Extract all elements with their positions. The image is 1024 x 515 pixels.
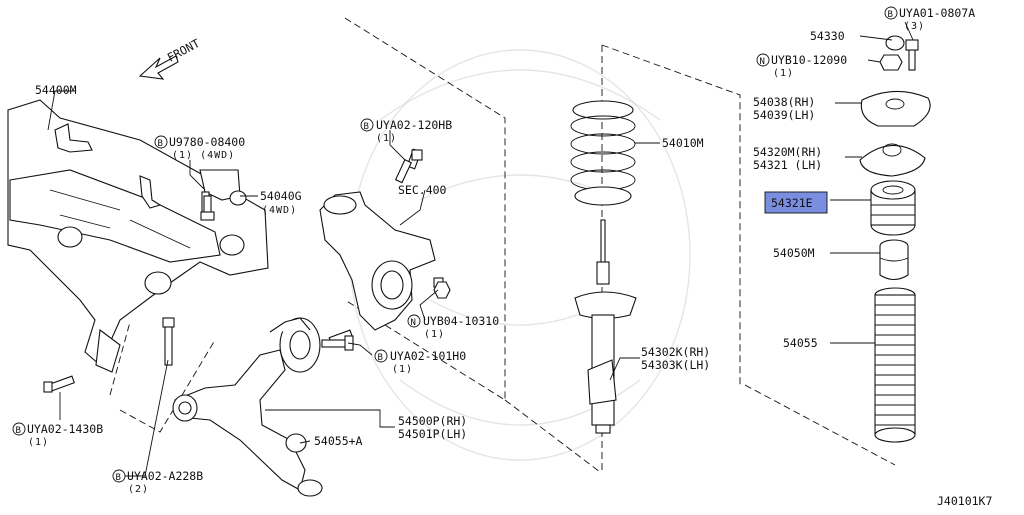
label-54320m[interactable]: 54320M(RH) — [753, 145, 822, 159]
plate-54038[interactable] — [860, 90, 931, 127]
nut-n-icon: N — [756, 53, 770, 67]
dust-boot-54055[interactable] — [874, 287, 916, 443]
label-54302k[interactable]: 54302K(RH) — [641, 345, 710, 359]
svg-text:B: B — [158, 139, 163, 149]
front-indicator: FRONT — [138, 36, 202, 80]
label-54039[interactable]: 54039(LH) — [753, 108, 815, 122]
bump-stopper-54050m[interactable] — [879, 239, 909, 281]
lower-arm-54500p[interactable] — [172, 317, 323, 497]
svg-text:B: B — [888, 10, 893, 20]
label-uya02-101h0[interactable]: UYA02-101H0 — [390, 349, 466, 363]
label-54400m[interactable]: 54400M — [35, 83, 77, 97]
bolt-b-icon: B — [12, 422, 26, 436]
svg-text:B: B — [16, 426, 21, 436]
svg-text:N: N — [760, 57, 765, 67]
label-uya02-120hb-qty: (1) — [376, 133, 397, 144]
label-54055a[interactable]: 54055+A — [314, 434, 363, 448]
label-54055[interactable]: 54055 — [783, 336, 818, 350]
label-uyb10-qty: (1) — [773, 68, 794, 79]
bolt-uya02-120hb[interactable] — [394, 149, 423, 184]
diagram-ref-code: J40101K7 — [937, 494, 992, 508]
bolt-b-icon: B — [374, 349, 388, 363]
label-54040g-qty: (4WD) — [262, 205, 297, 216]
front-arrow-icon — [138, 55, 179, 80]
bolt-b-icon: B — [112, 469, 126, 483]
bolt-uya01[interactable] — [905, 39, 919, 71]
front-label: FRONT — [165, 36, 202, 65]
bolt-uya02-a228b[interactable] — [162, 317, 175, 366]
svg-text:B: B — [364, 122, 369, 132]
bolt-uya02-1430b[interactable] — [43, 375, 76, 393]
label-uyb04[interactable]: UYB04-10310 — [423, 314, 499, 328]
label-54040g[interactable]: 54040G — [260, 189, 302, 203]
label-uya02-a228b-qty: (2) — [128, 484, 149, 495]
label-54321[interactable]: 54321 (LH) — [753, 158, 822, 172]
strut-54302k[interactable] — [574, 219, 637, 434]
label-uya01-qty: (3) — [904, 21, 925, 32]
label-54303k[interactable]: 54303K(LH) — [641, 358, 710, 372]
label-u9780[interactable]: U9780-08400 — [169, 135, 245, 149]
bolt-b-icon: B — [884, 6, 898, 20]
label-uya02-1430b[interactable]: UYA02-1430B — [27, 422, 103, 436]
label-54010m[interactable]: 54010M — [662, 136, 704, 150]
label-54038[interactable]: 54038(RH) — [753, 95, 815, 109]
label-uyb04-qty: (1) — [424, 329, 445, 340]
label-54330[interactable]: 54330 — [810, 29, 845, 43]
bolt-u9780[interactable] — [200, 195, 215, 221]
label-uyb10[interactable]: UYB10-12090 — [771, 53, 847, 67]
mount-54320m[interactable] — [859, 143, 926, 177]
label-uya02-a228b[interactable]: UYA02-A228B — [127, 469, 203, 483]
subframe-54400m[interactable] — [7, 99, 269, 373]
nut-n-icon: N — [407, 314, 421, 328]
svg-text:B: B — [378, 353, 383, 363]
label-uya02-120hb[interactable]: UYA02-120HB — [376, 118, 452, 132]
label-u9780-qty: (1) (4WD) — [172, 150, 235, 161]
callout-labels: 54400M B U9780-08400 (1) (4WD) 54040G (4… — [12, 6, 992, 508]
label-54501p[interactable]: 54501P(LH) — [398, 427, 467, 441]
label-54050m[interactable]: 54050M — [773, 246, 815, 260]
nut-uyb10[interactable] — [879, 54, 903, 71]
highlight-54321e[interactable] — [764, 191, 828, 214]
label-uya02-101h0-qty: (1) — [392, 364, 413, 375]
bearing-54321e[interactable] — [870, 180, 916, 236]
coil-spring-54010m[interactable] — [570, 100, 636, 206]
nut-uyb04[interactable] — [433, 281, 451, 299]
bolt-b-icon: B — [154, 135, 168, 149]
label-54321e[interactable]: 54321E — [771, 196, 813, 210]
label-sec400[interactable]: SEC.400 — [398, 183, 447, 197]
cap-54330[interactable] — [885, 35, 905, 51]
svg-text:N: N — [411, 318, 416, 328]
leader-lines — [47, 21, 914, 477]
label-uya01[interactable]: UYA01-0807A — [899, 6, 975, 20]
label-uya02-1430b-qty: (1) — [28, 437, 49, 448]
label-54500p[interactable]: 54500P(RH) — [398, 414, 467, 428]
svg-text:B: B — [116, 473, 121, 483]
bolt-b-icon: B — [360, 118, 374, 132]
